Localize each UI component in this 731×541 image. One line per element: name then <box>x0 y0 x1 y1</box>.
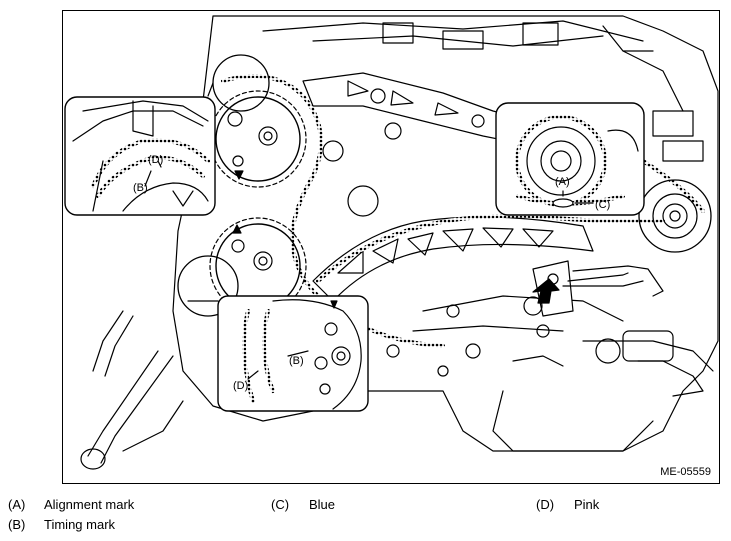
legend-text: Blue <box>309 497 336 512</box>
upper-cam-sprocket <box>209 90 307 188</box>
right-sprocket <box>652 193 698 239</box>
inset-top-right: (A) (C) <box>495 102 645 216</box>
callout-c: (C) <box>595 199 610 211</box>
callout-d-bottom: (D) <box>233 380 248 392</box>
legend-key: (C) <box>271 497 290 512</box>
diagram-frame: (D) (B) (A) (C) <box>62 10 720 484</box>
detail-circle-middle <box>177 255 239 317</box>
legend: (A) Alignment mark (C) Blue (D) Pink (B)… <box>0 492 731 541</box>
engine-timing-drawing: (D) (B) (A) (C) <box>64 15 719 470</box>
legend-key: (B) <box>8 517 26 532</box>
detail-circle-right <box>638 179 712 253</box>
left-tube <box>80 310 174 470</box>
callout-a: (A) <box>555 176 570 188</box>
detail-circle-upper <box>212 54 270 112</box>
leader-line-upper <box>207 82 214 97</box>
legend-key: (D) <box>536 497 555 512</box>
chain-guide <box>312 216 594 302</box>
inset-top-left: (D) (B) <box>64 96 216 216</box>
legend-text: Timing mark <box>44 517 116 532</box>
callout-b-bottom: (B) <box>289 355 304 367</box>
callout-d-top: (D) <box>148 154 163 166</box>
callout-b-top: (B) <box>133 182 148 194</box>
inset-bottom: (B) (D) <box>217 295 369 412</box>
push-arrow-icon <box>532 278 560 304</box>
engine-block-outline <box>122 15 719 452</box>
figure-id: ME-05559 <box>660 466 711 478</box>
legend-text: Pink <box>574 497 600 512</box>
legend-key: (A) <box>8 497 26 512</box>
legend-text: Alignment mark <box>44 497 135 512</box>
